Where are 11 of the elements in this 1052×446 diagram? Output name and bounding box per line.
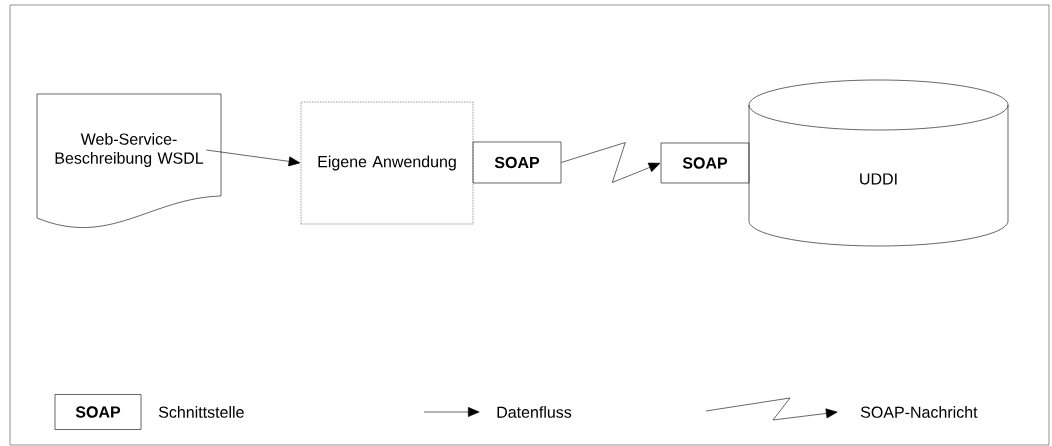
legend-text: Schnittstelle [158, 406, 244, 418]
node-label: UDDI [860, 173, 897, 185]
arrow [205, 149, 301, 167]
process-box: Eigene Anwendung [300, 101, 474, 225]
legend-text: SOAP-Nachricht [860, 406, 978, 418]
interface-box: SOAP [472, 141, 562, 184]
legend-text: Datenfluss [497, 406, 572, 418]
database-cylinder: UDDI [748, 79, 1009, 247]
message-arrow [561, 142, 661, 183]
interface-box: SOAP [660, 142, 750, 184]
legend-interface-box: SOAP [54, 394, 142, 430]
